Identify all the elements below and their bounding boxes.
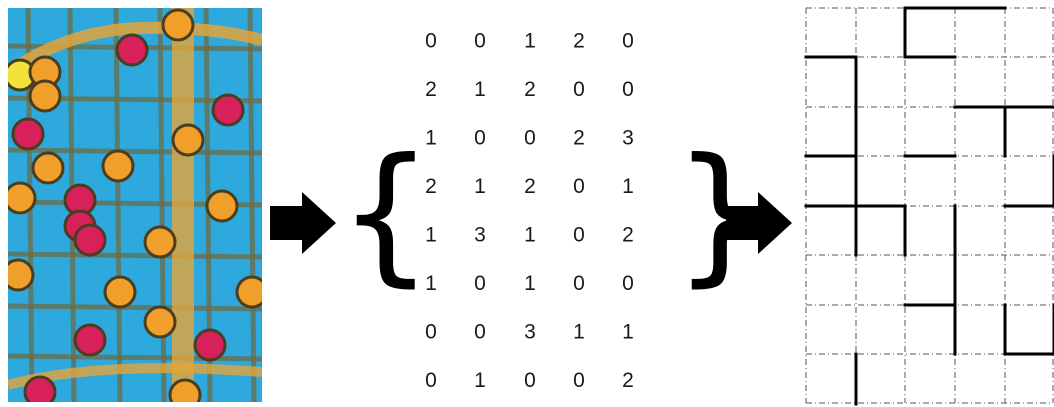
matrix-cell: 0	[474, 127, 486, 150]
matrix-cell: 1	[524, 272, 536, 295]
matrix-cell: 0	[622, 78, 634, 101]
colony	[115, 33, 149, 67]
matrix-cell: 2	[524, 78, 536, 101]
matrix-cell: 1	[425, 127, 437, 150]
matrix-cell: 0	[425, 369, 437, 392]
right-arrow-icon	[270, 192, 336, 254]
matrix-cell: 0	[474, 272, 486, 295]
colony	[168, 378, 202, 402]
micrograph-grid-line	[8, 303, 262, 312]
micrograph-band-top	[8, 21, 262, 77]
matrix-cell: 1	[622, 175, 634, 198]
matrix-cell: 0	[622, 272, 634, 295]
colony	[23, 375, 57, 402]
micrograph-band-vertical	[172, 8, 194, 402]
colony	[101, 149, 135, 183]
matrix-cell: 0	[524, 127, 536, 150]
colony	[8, 181, 37, 215]
matrix-cell: 2	[573, 30, 585, 53]
count-matrix: 0 0 1 2 0 2 1 2 0 0 1 0 0 2 3 2 1 2 0 1 1 3 1 0 2 1 0 1 0 0 0 0 3 1 1 0 1 0 0 2	[425, 30, 634, 393]
matrix-cell: 0	[573, 272, 585, 295]
matrix-cell: 3	[524, 321, 536, 344]
colony	[193, 328, 227, 362]
colony-micrograph	[8, 8, 262, 402]
matrix-cell: 1	[524, 30, 536, 53]
open-brace: {	[338, 127, 433, 301]
colony	[143, 305, 177, 339]
matrix-cell: 0	[622, 30, 634, 53]
matrix-cell: 2	[524, 175, 536, 198]
matrix-cell: 1	[425, 272, 437, 295]
matrix-cell: 0	[425, 30, 437, 53]
micrograph-grid-line	[8, 353, 262, 362]
colony	[161, 8, 195, 42]
colony	[235, 275, 262, 309]
colony	[103, 275, 137, 309]
micrograph-grid-line	[8, 251, 262, 260]
matrix-cell: 0	[573, 78, 585, 101]
matrix-cell: 1	[622, 321, 634, 344]
matrix-cell: 2	[622, 224, 634, 247]
matrix-cell: 0	[474, 321, 486, 344]
matrix-cell: 2	[622, 369, 634, 392]
matrix-cell: 1	[474, 369, 486, 392]
matrix-cell: 3	[622, 127, 634, 150]
matrix-cell: 2	[425, 175, 437, 198]
matrix-cell: 1	[474, 175, 486, 198]
colony	[211, 93, 245, 127]
colony	[73, 223, 107, 257]
matrix-cell: 2	[573, 127, 585, 150]
matrix-cell: 0	[573, 224, 585, 247]
colony	[143, 225, 177, 259]
colony	[31, 151, 65, 185]
matrix-cell: 1	[573, 321, 585, 344]
matrix-cell: 0	[573, 175, 585, 198]
colony	[11, 117, 45, 151]
colony	[73, 323, 107, 357]
matrix-cell: 1	[524, 224, 536, 247]
matrix-cell: 0	[474, 30, 486, 53]
matrix-cell: 0	[524, 369, 536, 392]
matrix-cell: 0	[573, 369, 585, 392]
colony	[171, 123, 205, 157]
matrix-cell: 3	[474, 224, 486, 247]
matrix-cell: 2	[425, 78, 437, 101]
colony	[8, 258, 35, 292]
right-arrow-icon	[726, 192, 792, 254]
matrix-cell: 1	[474, 78, 486, 101]
micrograph-grid-line	[8, 147, 262, 156]
boundary-grid	[804, 6, 1054, 406]
colony	[28, 79, 62, 113]
colony	[205, 189, 239, 223]
matrix-cell: 0	[425, 321, 437, 344]
colonies	[8, 8, 262, 402]
matrix-cell: 1	[425, 224, 437, 247]
